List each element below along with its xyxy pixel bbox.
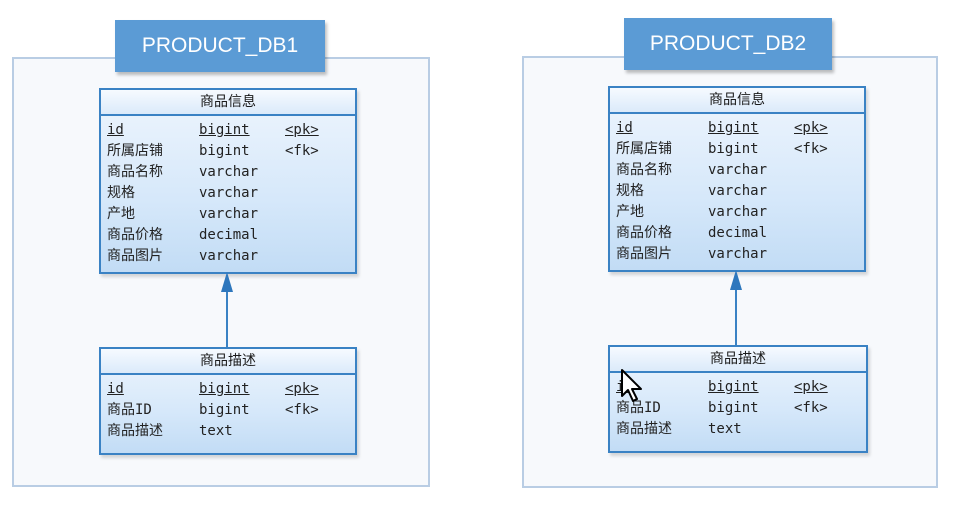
db2-info-table-name: 商品信息 [610, 88, 864, 114]
field-row[interactable]: 规格 varchar [107, 183, 349, 204]
field-key: <fk> [285, 143, 319, 159]
field-key: <fk> [285, 402, 319, 418]
field-type: varchar [199, 248, 259, 264]
field-type: varchar [199, 185, 259, 201]
field-type: bigint [199, 143, 250, 159]
field-name: 产地 [616, 204, 644, 220]
field-type: decimal [199, 227, 259, 243]
db1-desc-table[interactable]: 商品描述 id bigint <pk> 商品ID bigint <fk> 商品描述 tex… [99, 347, 357, 455]
field-key [794, 181, 854, 202]
field-type: bigint [708, 120, 759, 136]
field-type: varchar [199, 164, 259, 180]
field-row[interactable]: 商品价格 decimal [616, 223, 858, 244]
field-type: bigint [199, 122, 250, 138]
field-row[interactable]: 所属店铺 bigint <fk> [616, 139, 858, 160]
db2-info-table[interactable]: 商品信息 id bigint <pk> 所属店铺 bigint <fk> 商品名称 var… [608, 86, 866, 272]
field-name: 规格 [616, 183, 644, 199]
db2-title[interactable]: PRODUCT_DB2 [624, 18, 832, 70]
field-name: 商品ID [107, 402, 152, 418]
field-type: text [708, 421, 742, 437]
field-key [285, 225, 345, 246]
field-key [794, 202, 854, 223]
db1-desc-fields: id bigint <pk> 商品ID bigint <fk> 商品描述 text [101, 375, 355, 442]
field-key: <fk> [794, 141, 828, 157]
field-row[interactable]: 所属店铺 bigint <fk> [107, 141, 349, 162]
field-name: 商品名称 [107, 164, 163, 180]
field-type: varchar [708, 183, 768, 199]
db2-relation-connector[interactable] [725, 268, 747, 348]
field-key [285, 204, 345, 225]
field-name: 产地 [107, 206, 135, 222]
field-key [794, 160, 854, 181]
field-row[interactable]: 商品ID bigint <fk> [107, 400, 349, 421]
field-name: 所属店铺 [107, 143, 163, 159]
db1-desc-table-name: 商品描述 [101, 349, 355, 375]
field-row[interactable]: id bigint <pk> [107, 120, 349, 141]
field-row[interactable]: 产地 varchar [616, 202, 858, 223]
field-type: varchar [199, 206, 259, 222]
field-row[interactable]: id bigint <pk> [616, 118, 858, 139]
field-name: 商品价格 [616, 225, 672, 241]
field-key: <pk> [285, 122, 319, 138]
field-row[interactable]: 商品图片 varchar [107, 246, 349, 267]
mouse-cursor-icon [621, 369, 642, 402]
field-row[interactable]: 商品描述 text [616, 419, 860, 440]
field-type: varchar [708, 162, 768, 178]
field-type: bigint [708, 379, 759, 395]
field-type: text [199, 423, 233, 439]
field-name: 商品名称 [616, 162, 672, 178]
field-type: bigint [708, 400, 759, 416]
field-name: id [616, 120, 633, 136]
field-row[interactable]: 产地 varchar [107, 204, 349, 225]
field-key [285, 421, 345, 442]
field-key: <pk> [285, 381, 319, 397]
field-row[interactable]: 商品名称 varchar [616, 160, 858, 181]
field-name: id [107, 122, 124, 138]
field-key: <pk> [794, 120, 828, 136]
field-name: 商品描述 [107, 423, 163, 439]
field-key [285, 246, 345, 267]
field-key [285, 162, 345, 183]
db2-desc-table-name: 商品描述 [610, 347, 866, 373]
field-row[interactable]: 商品图片 varchar [616, 244, 858, 265]
arrowhead-icon [221, 272, 233, 292]
field-row[interactable]: 商品名称 varchar [107, 162, 349, 183]
db1-info-table[interactable]: 商品信息 id bigint <pk> 所属店铺 bigint <fk> 商品名称 var… [99, 88, 357, 274]
field-row[interactable]: 商品ID bigint <fk> [616, 398, 860, 419]
db1-title[interactable]: PRODUCT_DB1 [115, 20, 325, 72]
field-type: decimal [708, 225, 768, 241]
field-name: 商品描述 [616, 421, 672, 437]
field-key [285, 183, 345, 204]
field-name: 商品ID [616, 400, 661, 416]
field-key: <fk> [794, 400, 828, 416]
field-type: varchar [708, 204, 768, 220]
field-row[interactable]: id bigint <pk> [107, 379, 349, 400]
field-name: 商品图片 [616, 246, 672, 262]
field-key [794, 244, 854, 265]
field-key [794, 223, 854, 244]
db1-relation-connector[interactable] [216, 270, 238, 350]
field-row[interactable]: 商品价格 decimal [107, 225, 349, 246]
field-key: <pk> [794, 379, 828, 395]
field-row[interactable]: 规格 varchar [616, 181, 858, 202]
field-name: 商品图片 [107, 248, 163, 264]
field-name: 商品价格 [107, 227, 163, 243]
field-type: bigint [199, 402, 250, 418]
arrowhead-icon [730, 270, 742, 290]
field-type: bigint [199, 381, 250, 397]
field-name: 所属店铺 [616, 141, 672, 157]
field-name: 规格 [107, 185, 135, 201]
field-name: id [107, 381, 124, 397]
db1-info-table-name: 商品信息 [101, 90, 355, 116]
field-key [794, 419, 854, 440]
field-type: bigint [708, 141, 759, 157]
field-type: varchar [708, 246, 768, 262]
field-row[interactable]: 商品描述 text [107, 421, 349, 442]
